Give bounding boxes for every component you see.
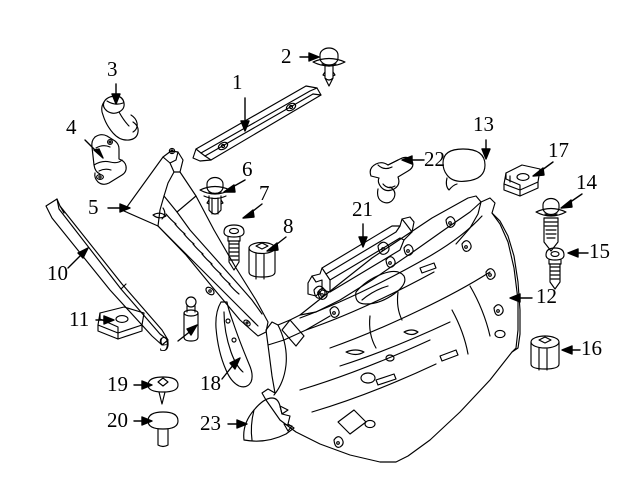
callout-label-22: 22	[424, 147, 445, 171]
part-10-lower-trim-molding	[45, 198, 169, 346]
callout-label-4: 4	[66, 115, 77, 139]
callout-label-20: 20	[107, 408, 128, 432]
callout-leader-lines	[67, 52, 589, 429]
callout-label-12: 12	[536, 284, 557, 308]
part-11-nut-plate-clip	[97, 306, 145, 340]
callout-label-17: 17	[548, 138, 569, 162]
callout-label-16: 16	[581, 336, 602, 360]
part-17-speed-nut-plate	[503, 164, 541, 197]
part-23-cone-corner-cover	[243, 397, 295, 442]
callout-label-6: 6	[242, 157, 253, 181]
part-9-locating-pin	[183, 296, 199, 342]
part-16-grommet-bushing	[530, 335, 560, 371]
part-5-pillar-trim-panel	[123, 147, 269, 337]
callout-label-5: 5	[88, 195, 99, 219]
callout-label-19: 19	[107, 372, 128, 396]
callout-label-1: 1	[232, 70, 243, 94]
callout-label-7: 7	[259, 181, 270, 205]
callout-label-9: 9	[159, 332, 170, 356]
callout-label-11: 11	[69, 307, 90, 331]
callout-label-14: 14	[576, 170, 597, 194]
callout-label-21: 21	[352, 197, 373, 221]
callout-label-23: 23	[200, 411, 221, 435]
callout-label-13: 13	[473, 112, 494, 136]
part-3-drain-hose-duct	[101, 95, 139, 141]
part-14-flanged-screw	[535, 197, 567, 252]
part-12-tailgate-trim-panel	[261, 195, 521, 463]
callout-label-3: 3	[107, 57, 118, 81]
callout-label-8: 8	[283, 214, 294, 238]
part-1-sill-plate-trim-strip	[192, 85, 322, 162]
part-20-mushroom-plug	[147, 411, 179, 448]
part-2-push-pin-clip	[312, 47, 346, 87]
part-7-tapping-screw	[223, 224, 245, 271]
callout-label-10: 10	[47, 261, 68, 285]
part-22-hinge-cover-clip	[369, 156, 414, 204]
part-15-short-tapping-screw	[545, 247, 565, 290]
callout-label-15: 15	[589, 239, 610, 263]
callout-label-18: 18	[200, 371, 221, 395]
part-18-curved-blade-trim	[215, 301, 253, 388]
part-21-upper-garnish-trim	[307, 216, 415, 299]
part-19-rivet-cap-clip	[147, 376, 179, 405]
part-8-grommet-sleeve	[248, 241, 276, 280]
callout-label-2: 2	[281, 44, 292, 68]
part-4-corner-bracket	[91, 134, 127, 185]
part-13-round-cover-cap	[442, 148, 486, 191]
